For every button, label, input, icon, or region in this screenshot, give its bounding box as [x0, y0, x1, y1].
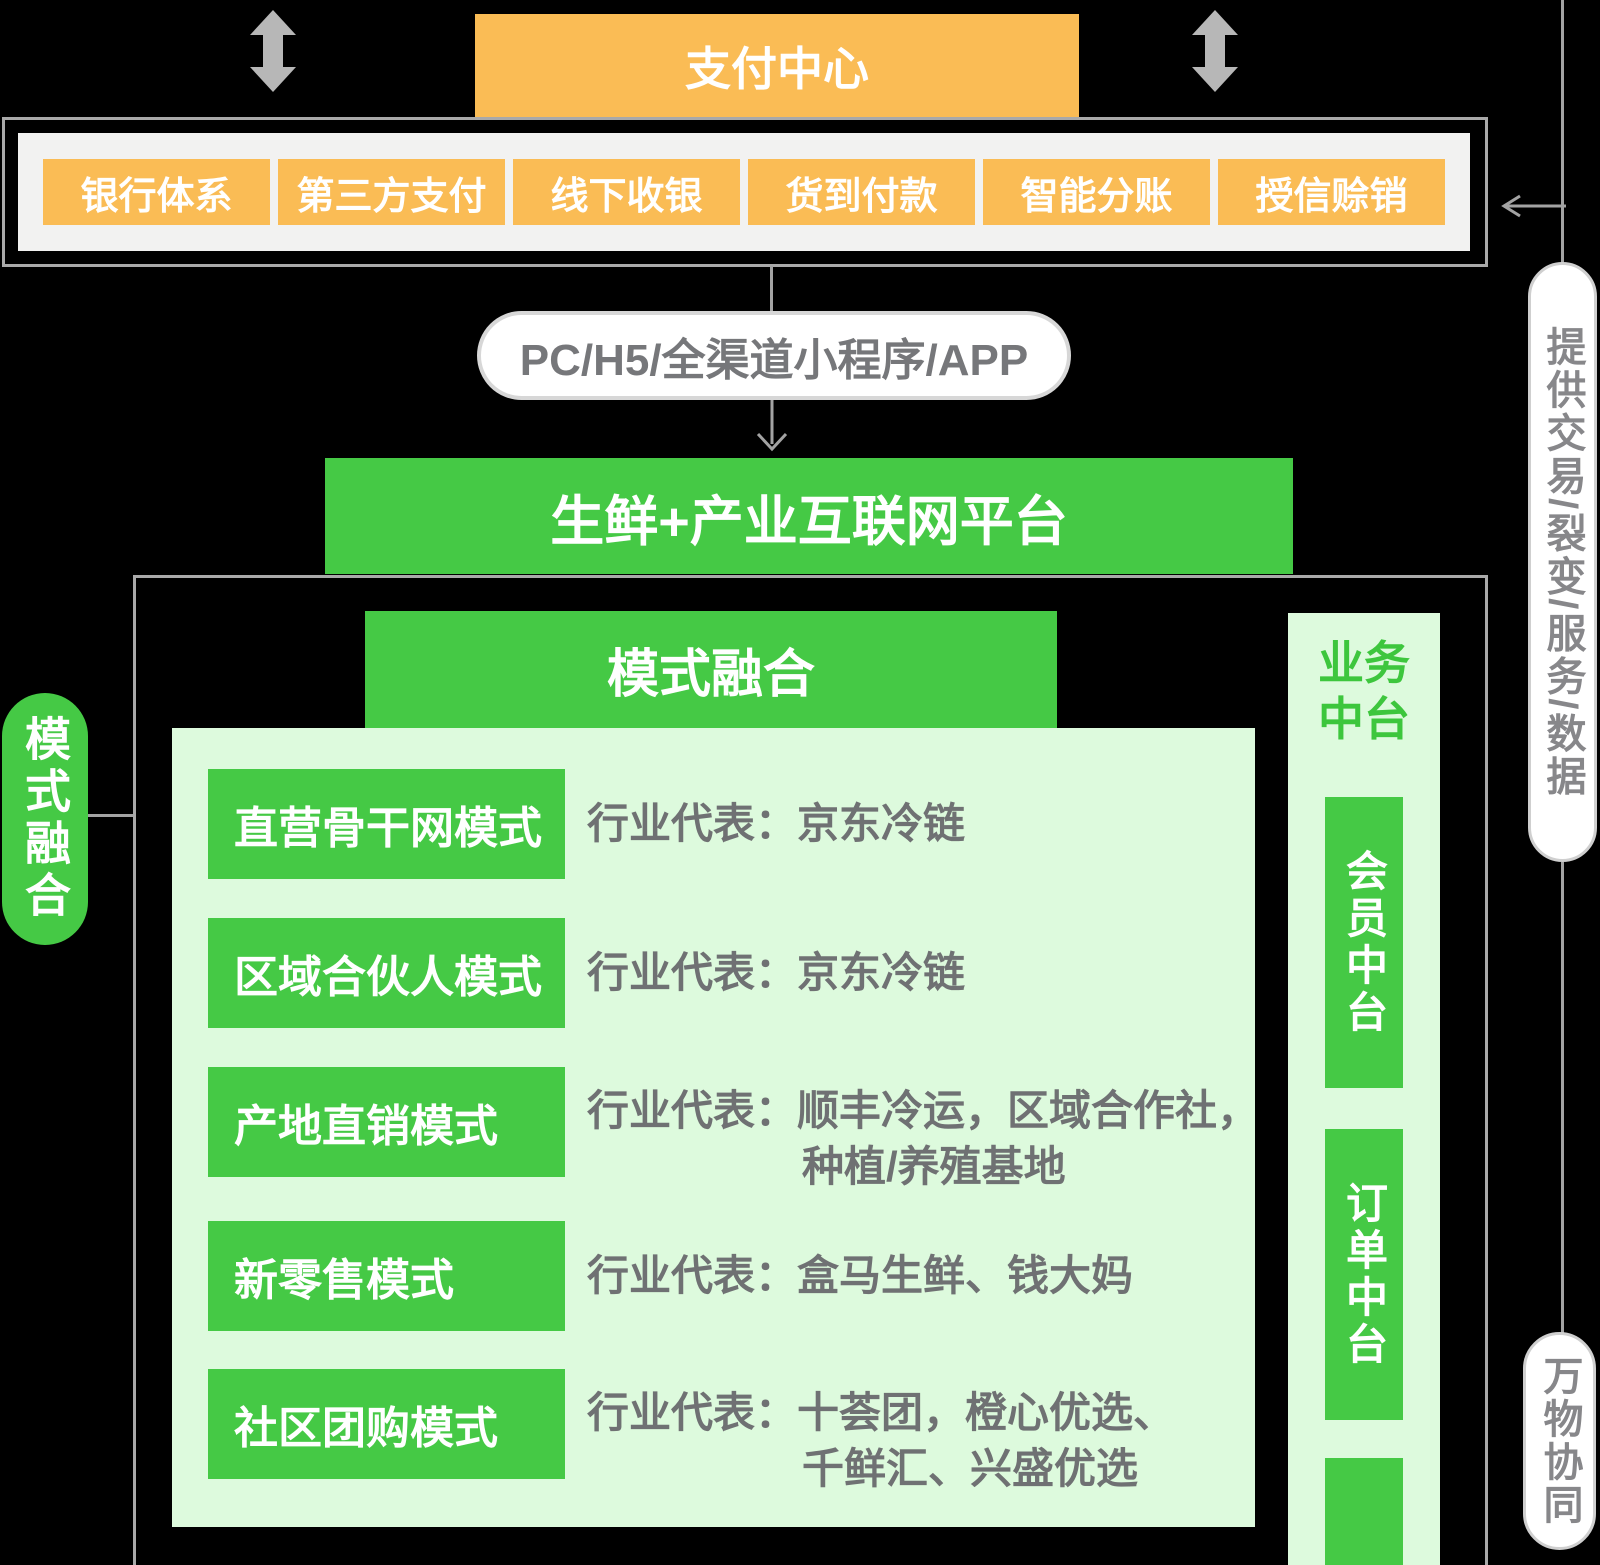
connector-line — [770, 266, 773, 312]
biz-center-box: 商 — [1325, 1458, 1403, 1565]
mode-item-box: 社区团购模式 — [208, 1369, 565, 1479]
mode-item-box: 产地直销模式 — [208, 1067, 565, 1177]
payment-method-box: 货到付款 — [748, 159, 975, 225]
rep-line: 千鲜汇、兴盛优选 — [802, 1445, 1139, 1492]
arrow-left-icon — [1501, 194, 1566, 218]
channel-pill: PC/H5/全渠道小程序/APP — [477, 311, 1071, 400]
mode-item-representatives: 行业代表：顺丰冷运，区域合作社， 种植/养殖基地 — [587, 1067, 1260, 1190]
payment-methods-container — [2, 117, 1488, 267]
biz-center-box: 会员中台 — [1325, 797, 1403, 1088]
rep-line: 行业代表：盒马生鲜、钱大妈 — [587, 1252, 1134, 1299]
payment-method-box: 智能分账 — [983, 159, 1210, 225]
mode-item-representatives: 行业代表：十荟团，橙心优选、 千鲜汇、兴盛优选 — [587, 1369, 1247, 1492]
payment-method-box: 银行体系 — [43, 159, 270, 225]
rep-line: 行业代表：京东冷链 — [587, 800, 966, 847]
connector-line — [88, 814, 133, 817]
mode-item-representatives: 行业代表：京东冷链 — [587, 918, 1247, 1028]
mode-item-representatives: 行业代表：盒马生鲜、钱大妈 — [587, 1221, 1247, 1331]
payment-center-box: 支付中心 — [475, 14, 1079, 117]
rep-line: 行业代表：京东冷链 — [587, 949, 966, 996]
mode-items-panel: 直营骨干网模式 行业代表：京东冷链 区域合伙人模式 行业代表：京东冷链 产地直销… — [172, 728, 1260, 1527]
payment-method-box: 第三方支付 — [278, 159, 505, 225]
rail-line — [1561, 862, 1564, 1333]
rep-line: 行业代表：顺丰冷运，区域合作社， — [587, 1087, 1260, 1134]
platform-banner: 生鲜+产业互联网平台 — [325, 458, 1293, 574]
mode-item-box: 直营骨干网模式 — [208, 769, 565, 879]
rail-line — [1561, 0, 1564, 263]
mode-fusion-side-pill: 模式融合 — [2, 693, 88, 945]
arrow-down-icon — [756, 398, 788, 452]
mode-item-box: 区域合伙人模式 — [208, 918, 565, 1028]
payment-method-box: 授信赊销 — [1218, 159, 1445, 225]
payment-method-box: 线下收银 — [513, 159, 740, 225]
mode-fusion-container — [133, 575, 1488, 1565]
rail-pill-transaction: 提供交易/裂变/服务/数据 — [1528, 262, 1597, 862]
rep-line: 种植/养殖基地 — [802, 1143, 1066, 1190]
business-middle-platform-title: 业务 中台 — [1318, 637, 1410, 746]
business-middle-platform-panel: 业务 中台 会员中台 订单中台 商 — [1288, 613, 1440, 1565]
mode-fusion-header: 模式融合 — [365, 611, 1057, 728]
double-arrow-icon — [250, 10, 296, 92]
biz-center-box: 订单中台 — [1325, 1129, 1403, 1420]
rail-pill-synergy: 万物协同 — [1523, 1332, 1596, 1550]
payment-methods-panel: 银行体系 第三方支付 线下收银 货到付款 智能分账 授信赊销 — [18, 133, 1470, 251]
mode-item-box: 新零售模式 — [208, 1221, 565, 1331]
rep-line: 行业代表：十荟团，橙心优选、 — [587, 1389, 1176, 1436]
mode-item-representatives: 行业代表：京东冷链 — [587, 769, 1247, 879]
double-arrow-icon — [1192, 10, 1238, 92]
